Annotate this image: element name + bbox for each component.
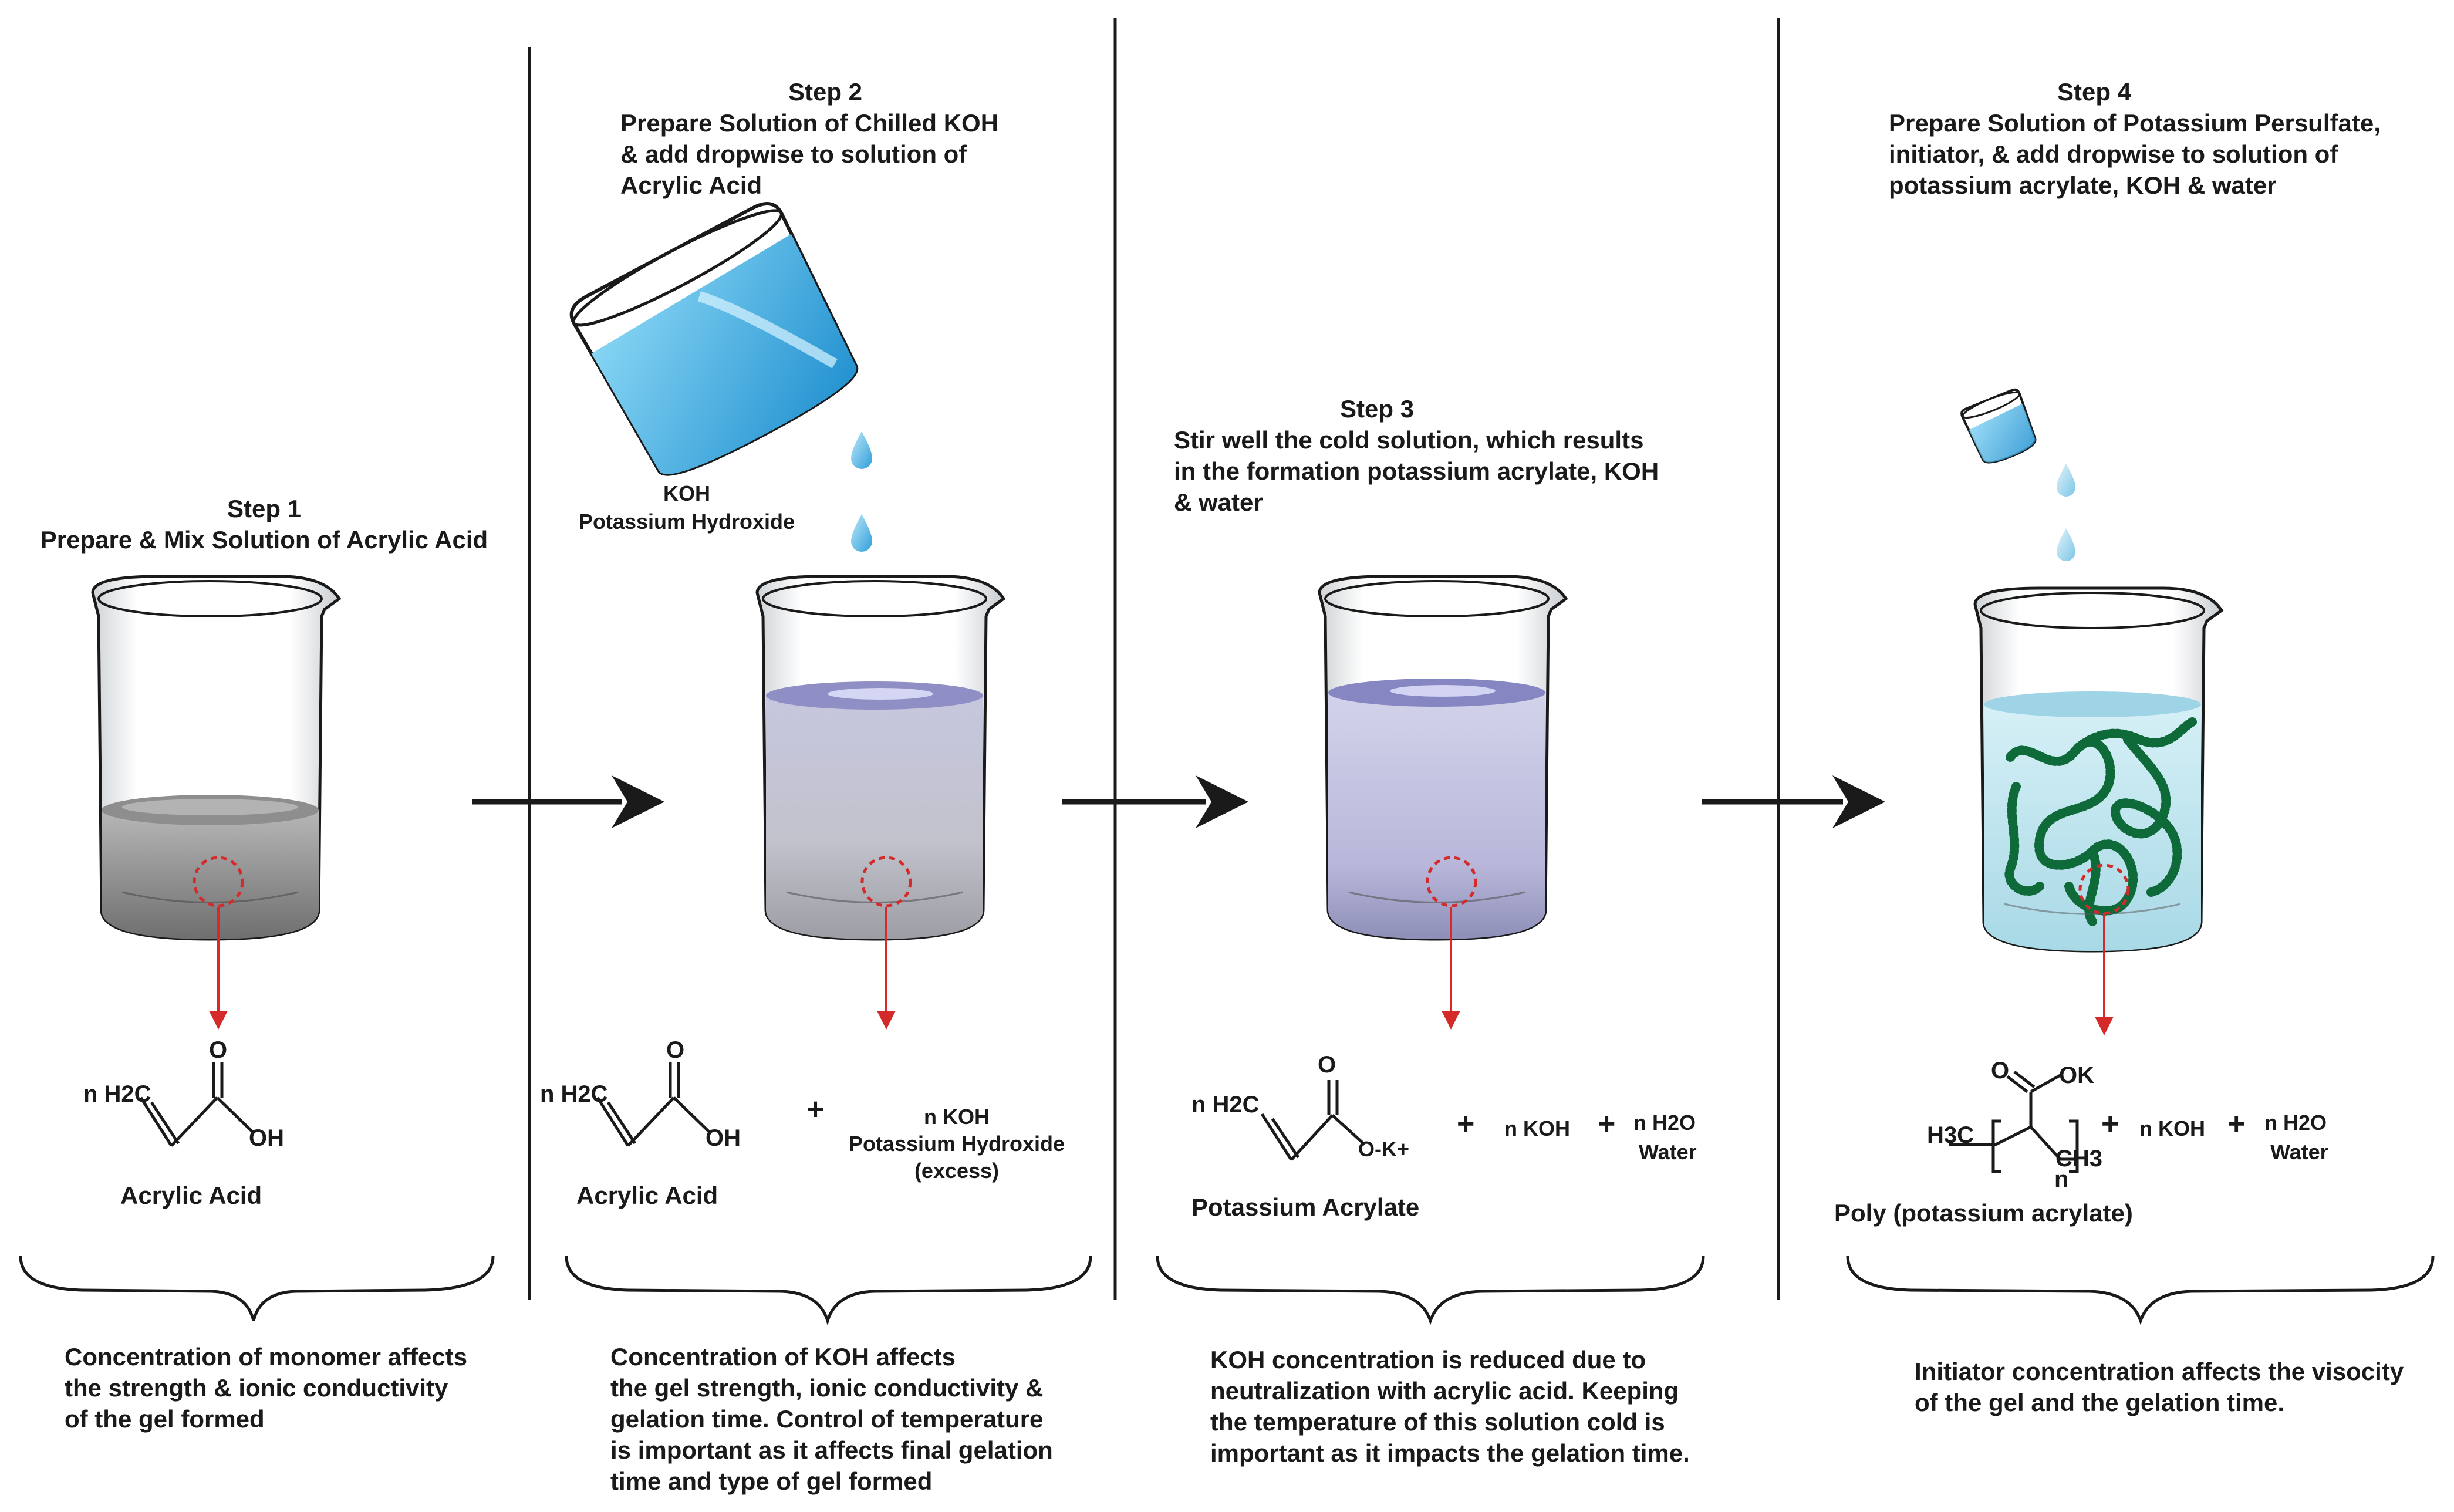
step3-note: KOH concentration is reduced due to neut… (1210, 1346, 1690, 1467)
step3-molecule-prefix: n H2C (1191, 1092, 1260, 1118)
step3-water-line1: n H2O (1633, 1111, 1696, 1135)
step2-reagent-formula: KOH (663, 481, 710, 505)
step2-molecule-oh: OH (706, 1125, 741, 1151)
step3-molecule-o: O (1318, 1052, 1336, 1078)
step4-title: Step 4 (2057, 78, 2132, 106)
step3-instruction: Stir well the cold solution, which resul… (1174, 426, 1659, 516)
step3-plus1: + (1457, 1107, 1475, 1141)
step3-plus2: + (1598, 1107, 1616, 1141)
step4-molecule-left: H3C (1927, 1122, 1974, 1148)
step2-koh-line1: n KOH (924, 1105, 990, 1129)
zoom-circle-4 (2078, 863, 2130, 915)
step4-molecule-ok: OK (2059, 1062, 2094, 1088)
koh-pouring-beaker (569, 202, 859, 476)
step3-koh: n KOH (1504, 1116, 1570, 1140)
step2-koh-line2: Potassium Hydroxide (848, 1132, 1065, 1156)
brace-2 (565, 1256, 1092, 1326)
step1-note: Concentration of monomer affects the str… (65, 1343, 468, 1433)
step2-product-name: Acrylic Acid (576, 1182, 718, 1209)
step3-water-line2: Water (1639, 1140, 1697, 1164)
brace-1 (19, 1256, 495, 1321)
step1-molecule-o: O (209, 1037, 228, 1063)
beaker-koh-mix (757, 576, 1004, 939)
acrylic-acid-structure-2 (596, 1062, 711, 1147)
step2-plus: + (806, 1092, 825, 1126)
step4-plus1: + (2101, 1107, 2119, 1141)
step2-molecule-prefix: n H2C (540, 1081, 608, 1107)
step1-molecule-oh: OH (249, 1125, 284, 1151)
step2-molecule-o: O (666, 1037, 685, 1063)
step3-product-name: Potassium Acrylate (1191, 1193, 1420, 1221)
brace-4 (1846, 1256, 2435, 1325)
step4-product-name: Poly (potassium acrylate) (1834, 1199, 2133, 1227)
step4-water-line2: Water (2270, 1140, 2328, 1164)
step4-koh: n KOH (2139, 1116, 2205, 1140)
zoom-circle-1 (193, 856, 244, 907)
zoom-circle-2 (860, 856, 912, 907)
zoom-circle-3 (1426, 856, 1477, 907)
polymer-structure (1949, 1071, 2079, 1173)
beaker-potassium-acrylate (1319, 576, 1566, 939)
step4-molecule-o: O (1991, 1058, 2010, 1084)
step2-reagent-name: Potassium Hydroxide (578, 509, 795, 534)
step1-instruction: Prepare & Mix Solution of Acrylic Acid (40, 526, 488, 554)
step3-molecule-ok: O-K+ (1358, 1137, 1410, 1161)
step2-instruction: Prepare Solution of Chilled KOH & add dr… (620, 109, 999, 199)
step1-molecule-prefix: n H2C (83, 1081, 151, 1107)
step4-note: Initiator concentration affects the viso… (1915, 1358, 2404, 1416)
acrylic-acid-structure-1 (139, 1062, 255, 1147)
step4-instruction: Prepare Solution of Potassium Persulfate… (1889, 109, 2381, 199)
beaker-polymer-gel (1975, 588, 2222, 951)
step4-plus2: + (2227, 1107, 2246, 1141)
potassium-acrylate-structure (1260, 1080, 1366, 1161)
beaker-acrylic-acid (93, 576, 339, 939)
step3-title: Step 3 (1340, 395, 1415, 423)
step2-note: Concentration of KOH affects the gel str… (610, 1343, 1053, 1495)
step2-title: Step 2 (788, 78, 863, 106)
step1-product-name: Acrylic Acid (120, 1182, 262, 1209)
polymer-chains (2004, 717, 2197, 926)
step4-water-line1: n H2O (2264, 1111, 2327, 1135)
step2-koh-line3: (excess) (914, 1159, 1000, 1183)
step1-title: Step 1 (227, 495, 302, 522)
brace-3 (1156, 1256, 1705, 1325)
braces (19, 1256, 2435, 1326)
step4-molecule-n: n (2054, 1166, 2069, 1192)
step4-molecule-right: CH3 (2055, 1146, 2103, 1172)
initiator-beaker (1960, 388, 2037, 464)
